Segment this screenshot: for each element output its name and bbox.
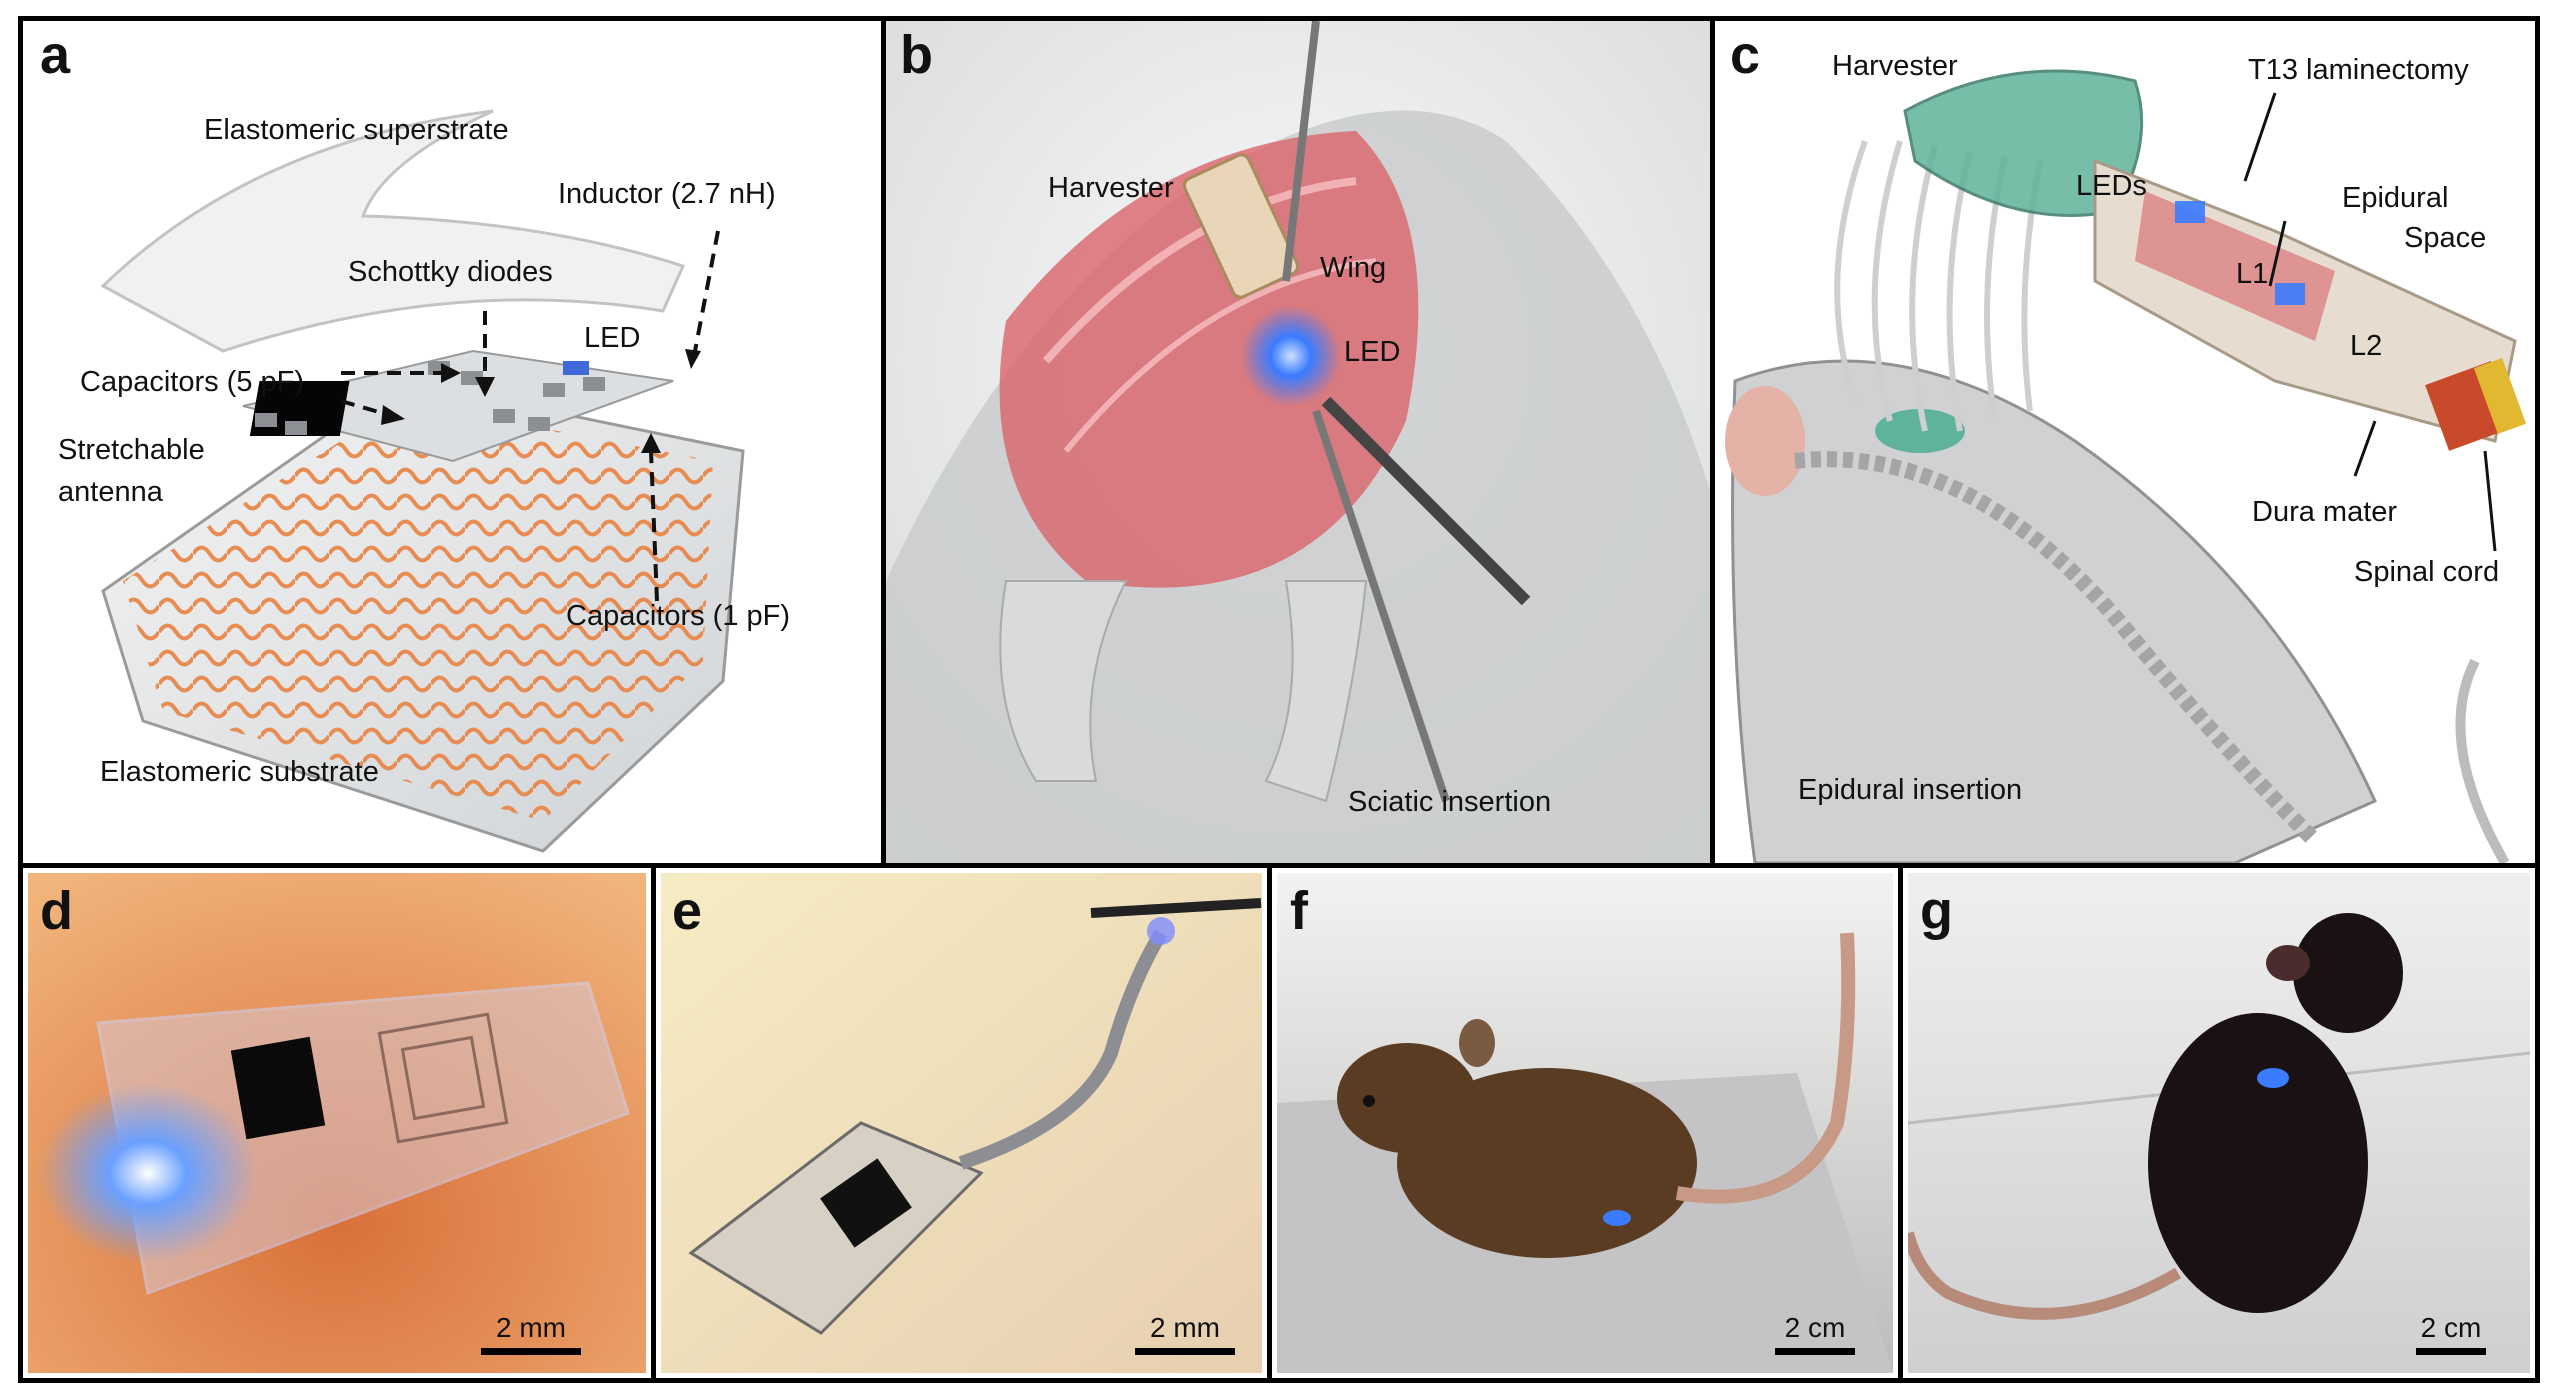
panel-d-photo xyxy=(28,873,646,1373)
epidural-label-line2: Space xyxy=(2404,222,2487,254)
scale-line-g xyxy=(2416,1348,2486,1355)
epidural-illustration xyxy=(1715,21,2535,863)
substrate-label: Elastomeric substrate xyxy=(100,756,379,788)
scale-bar-f: 2 cm xyxy=(1760,1312,1870,1355)
antenna-label-line1: Stretchable xyxy=(58,434,205,466)
panel-c-label: c xyxy=(1730,25,1761,85)
panel-g-photo xyxy=(1908,873,2530,1373)
panel-d-label: d xyxy=(40,881,73,941)
laminectomy-label: T13 laminectomy xyxy=(2248,54,2469,86)
schottky-label: Schottky diodes xyxy=(348,256,553,288)
scale-text-e: 2 mm xyxy=(1150,1312,1220,1343)
scale-bar-g: 2 cm xyxy=(2396,1312,2506,1355)
superstrate-label: Elastomeric superstrate xyxy=(204,114,509,146)
capacitors-5pf-label: Capacitors (5 pF) xyxy=(80,366,305,398)
panel-g-label: g xyxy=(1920,881,1953,941)
panel-f-label: f xyxy=(1290,881,1308,941)
scale-line-d xyxy=(481,1348,581,1355)
dura-label: Dura mater xyxy=(2252,496,2398,528)
epidural-label-line1: Epidural xyxy=(2342,182,2449,214)
l2-label: L2 xyxy=(2350,330,2383,362)
panel-a-label: a xyxy=(40,25,71,85)
antenna-label-line2: antenna xyxy=(58,476,163,508)
harvester-label-b: Harvester xyxy=(1048,172,1174,204)
panel-c xyxy=(1715,21,2535,863)
panel-e-label: e xyxy=(672,881,703,941)
wing-label: Wing xyxy=(1320,252,1387,284)
panel-f-photo xyxy=(1277,873,1893,1373)
scale-line-e xyxy=(1135,1348,1235,1355)
sciatic-label: Sciatic insertion xyxy=(1348,786,1552,818)
scale-text-d: 2 mm xyxy=(496,1312,566,1343)
black-mouse-photo xyxy=(1908,873,2530,1373)
led-label-a: LED xyxy=(584,322,641,354)
capacitors-1pf-label: Capacitors (1 pF) xyxy=(566,600,791,632)
device-with-probe-photo xyxy=(661,873,1262,1373)
sciatic-illustration xyxy=(886,21,1710,863)
device-exploded-diagram xyxy=(100,109,745,853)
scale-text-g: 2 cm xyxy=(2420,1312,2482,1343)
l1-label: L1 xyxy=(2236,258,2269,290)
epidural-insertion-label: Epidural insertion xyxy=(1798,774,2023,806)
panel-g-frame xyxy=(1898,863,2540,1383)
device-on-finger-photo xyxy=(28,873,646,1373)
led-label-b: LED xyxy=(1344,336,1401,368)
inductor-label: Inductor (2.7 nH) xyxy=(558,178,776,210)
leds-label: LEDs xyxy=(2076,170,2147,202)
harvester-label-c: Harvester xyxy=(1832,50,1958,82)
scale-text-f: 2 cm xyxy=(1784,1312,1846,1343)
spinal-cord-label: Spinal cord xyxy=(2354,556,2500,588)
scale-bar-e: 2 mm xyxy=(1130,1312,1240,1355)
panel-b-label: b xyxy=(900,25,933,85)
panel-e-photo xyxy=(661,873,1262,1373)
scale-line-f xyxy=(1775,1348,1855,1355)
brown-mouse-photo xyxy=(1277,873,1893,1373)
panel-b xyxy=(886,21,1710,863)
scale-bar-d: 2 mm xyxy=(476,1312,586,1355)
panel-a xyxy=(23,21,881,863)
